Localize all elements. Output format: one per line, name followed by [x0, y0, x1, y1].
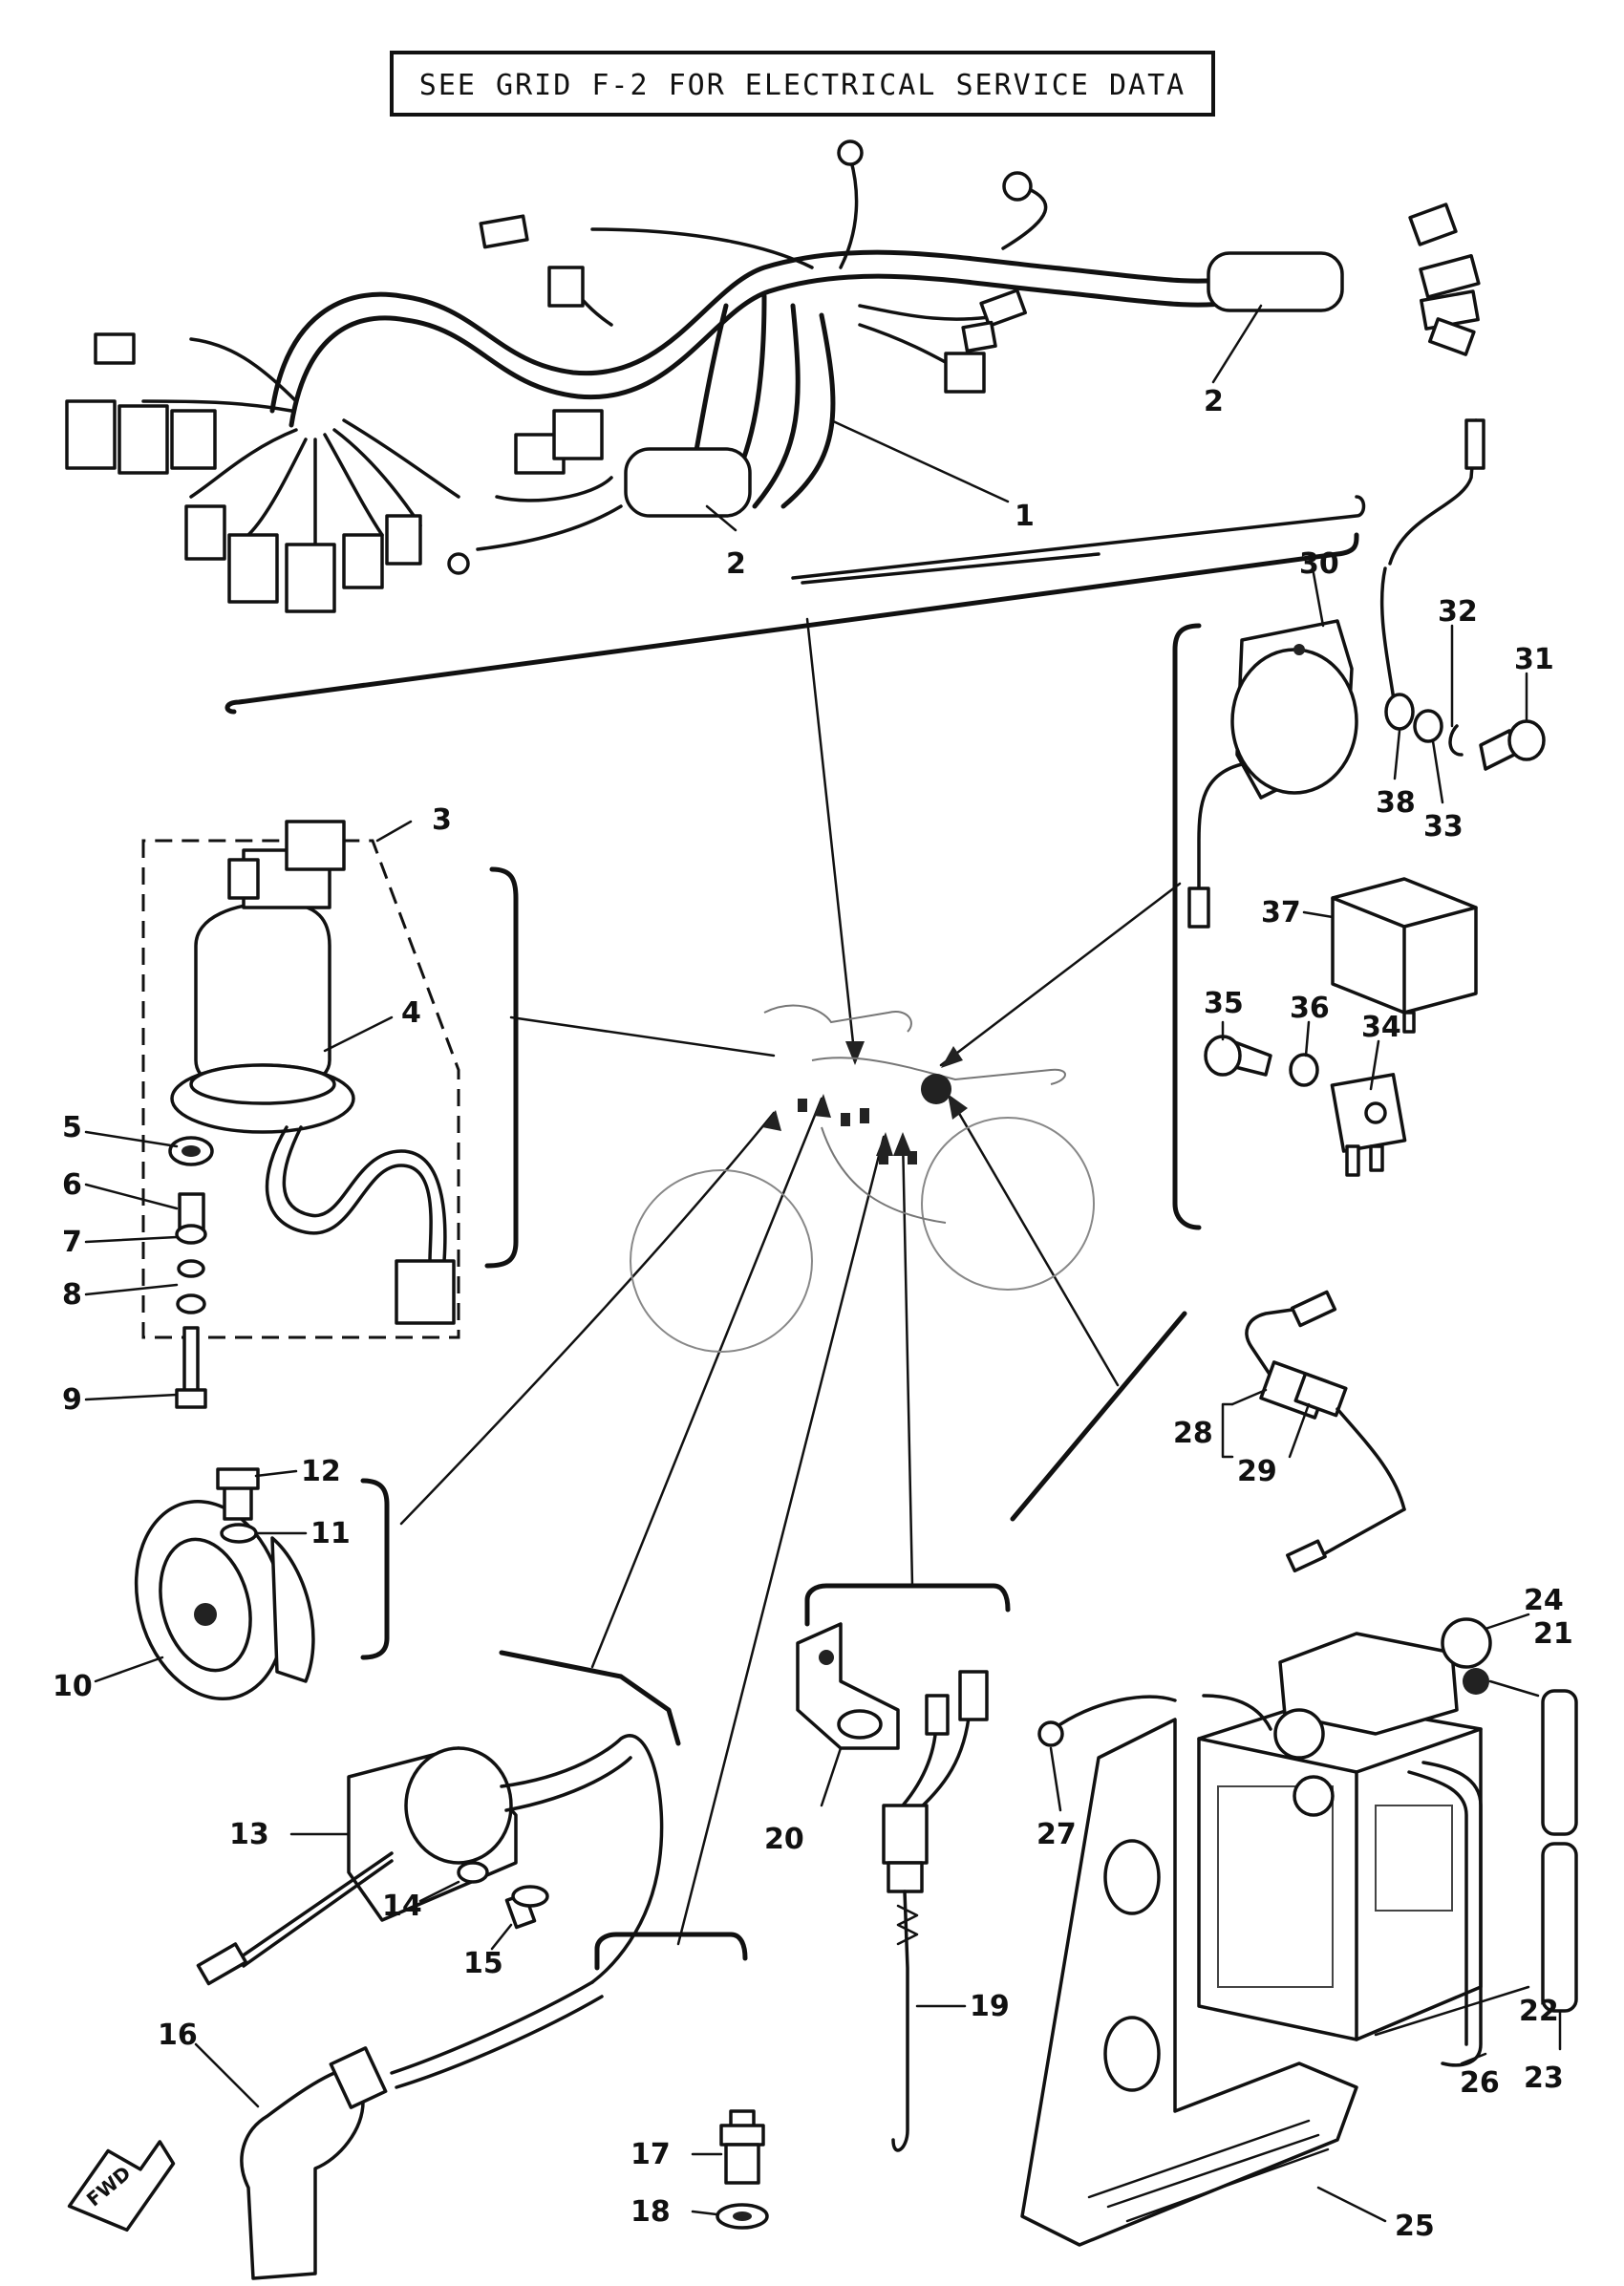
callout-8: 8: [62, 1278, 82, 1312]
callout-5: 5: [62, 1111, 82, 1144]
header-note: SEE GRID F-2 FOR ELECTRICAL SERVICE DATA: [390, 51, 1215, 117]
callout-19: 19: [970, 1990, 1010, 2023]
callout-30: 30: [1299, 547, 1339, 581]
motorcycle-silhouette: [630, 1004, 1095, 1353]
callout-38: 38: [1376, 786, 1416, 820]
callout-10: 10: [53, 1670, 93, 1703]
ignition-coil-assembly: [194, 1650, 681, 2280]
callout-9: 9: [62, 1383, 82, 1417]
callout-29: 29: [1237, 1455, 1277, 1488]
callout-35: 35: [1204, 987, 1244, 1020]
callout-25: 25: [1395, 2210, 1435, 2243]
assembly-leaders: [399, 617, 1182, 1946]
callout-33: 33: [1423, 810, 1464, 844]
header-note-text: SEE GRID F-2 FOR ELECTRICAL SERVICE DATA: [419, 69, 1186, 102]
horn-assembly: [94, 1467, 390, 1701]
callout-3: 3: [432, 803, 452, 837]
callout-17: 17: [630, 2138, 671, 2171]
harness-bracket: [224, 532, 1359, 715]
callout-2-lower: 2: [726, 547, 746, 581]
callout-27: 27: [1036, 1818, 1077, 1851]
callout-7: 7: [62, 1226, 82, 1259]
battery-assembly: [1020, 1613, 1578, 2247]
callout-21: 21: [1533, 1617, 1573, 1651]
callout-labels: 1 2 2 3 4 5 6 7 8 9 10 11 12 13 14 15 16…: [53, 385, 1573, 2243]
callout-31: 31: [1514, 643, 1554, 676]
callout-4: 4: [401, 996, 421, 1030]
callout-28: 28: [1173, 1417, 1213, 1450]
callout-11: 11: [310, 1517, 351, 1550]
switch-lead-assembly: [1010, 1290, 1406, 1573]
callout-22: 22: [1519, 1995, 1559, 2028]
callout-12: 12: [301, 1455, 341, 1488]
callout-23: 23: [1524, 2062, 1564, 2095]
callout-36: 36: [1290, 992, 1330, 1025]
callout-14: 14: [382, 1890, 422, 1923]
callout-6: 6: [62, 1168, 82, 1202]
callout-1: 1: [1015, 500, 1035, 533]
fwd-direction-marker: FWD: [67, 2140, 176, 2233]
callout-37: 37: [1261, 896, 1301, 929]
main-switch-assembly: [84, 820, 519, 1409]
callout-16: 16: [158, 2019, 198, 2052]
wire-harness: [65, 139, 1481, 613]
callout-2-upper: 2: [1204, 385, 1224, 418]
callout-15: 15: [463, 1947, 503, 1980]
callout-26: 26: [1460, 2066, 1500, 2100]
neutral-switch-assembly: [594, 1932, 769, 2230]
callout-18: 18: [630, 2195, 671, 2229]
callout-24: 24: [1524, 1584, 1564, 1617]
callout-20: 20: [764, 1823, 804, 1856]
callout-13: 13: [229, 1818, 269, 1851]
regulator-relay-assembly: [1172, 418, 1546, 1230]
callout-34: 34: [1361, 1011, 1401, 1044]
brake-switch-assembly: [796, 1583, 1011, 2152]
callout-32: 32: [1438, 595, 1478, 629]
